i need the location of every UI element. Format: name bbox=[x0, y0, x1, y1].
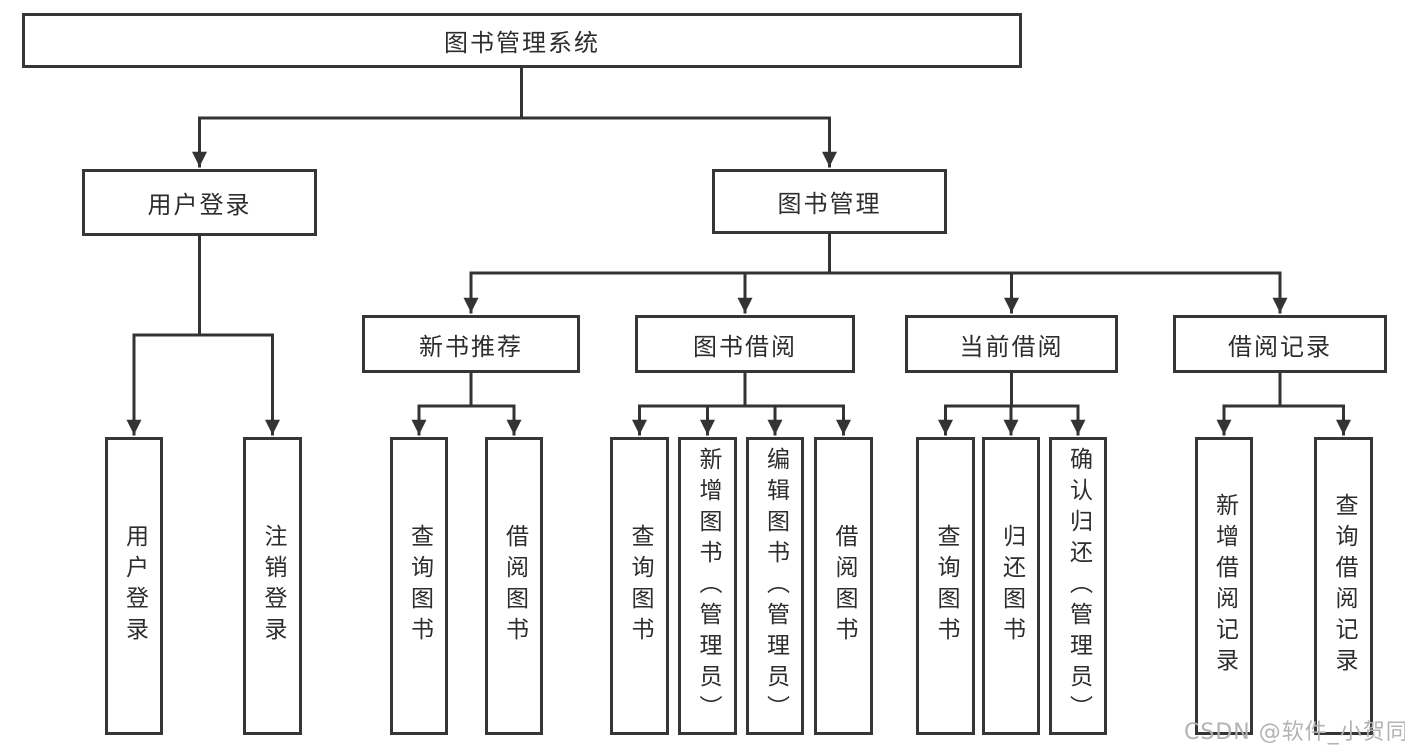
leaf-borrowing-borrow-books: 借阅图书 bbox=[814, 437, 873, 735]
node-current-borrowing-label: 当前借阅 bbox=[959, 332, 1064, 361]
node-current-borrowing: 当前借阅 bbox=[905, 315, 1118, 373]
leaf-recommend-query-books: 查询图书 bbox=[390, 437, 448, 735]
leaf-borrowing-borrow-books-label: 借阅图书 bbox=[831, 524, 857, 648]
leaf-logout-label: 注销登录 bbox=[260, 524, 286, 648]
leaf-borrowing-add-books-admin: 新增图书（管理员） bbox=[678, 437, 737, 735]
node-new-book-recommend-label: 新书推荐 bbox=[419, 332, 523, 361]
node-new-book-recommend: 新书推荐 bbox=[362, 315, 580, 373]
node-user-login: 用户登录 bbox=[82, 169, 317, 236]
leaf-current-return-books-label: 归还图书 bbox=[998, 524, 1025, 648]
leaf-borrowing-add-books-admin-label: 新增图书（管理员） bbox=[695, 446, 721, 726]
leaf-borrowing-edit-books-admin-label: 编辑图书（管理员） bbox=[762, 446, 789, 726]
leaf-recommend-query-books-label: 查询图书 bbox=[406, 524, 433, 648]
leaf-records-query-record-label: 查询借阅记录 bbox=[1331, 493, 1357, 679]
leaf-logout: 注销登录 bbox=[243, 437, 302, 735]
leaf-records-query-record: 查询借阅记录 bbox=[1314, 437, 1373, 735]
leaf-recommend-borrow-books-label: 借阅图书 bbox=[501, 524, 528, 648]
node-book-management-label: 图书管理 bbox=[777, 190, 882, 218]
leaf-borrowing-query-books: 查询图书 bbox=[610, 437, 669, 735]
leaf-current-return-books: 归还图书 bbox=[982, 437, 1040, 735]
leaf-current-confirm-return-admin: 确认归还（管理员） bbox=[1049, 437, 1107, 735]
node-book-borrowing: 图书借阅 bbox=[635, 315, 855, 373]
node-borrowing-records-label: 借阅记录 bbox=[1228, 332, 1332, 361]
leaf-current-confirm-return-admin-label: 确认归还（管理员） bbox=[1065, 446, 1092, 726]
leaf-borrowing-edit-books-admin: 编辑图书（管理员） bbox=[746, 437, 804, 735]
node-book-borrowing-label: 图书借阅 bbox=[693, 332, 797, 361]
leaf-borrowing-query-books-label: 查询图书 bbox=[627, 524, 653, 648]
leaf-user-login: 用户登录 bbox=[105, 437, 163, 735]
node-user-login-label: 用户登录 bbox=[147, 191, 252, 219]
leaf-records-add-record-label: 新增借阅记录 bbox=[1211, 493, 1238, 679]
csdn-watermark: CSDN @软件_小贺同学 bbox=[1184, 720, 1405, 745]
node-root-system-label: 图书管理系统 bbox=[444, 29, 600, 57]
node-book-management: 图书管理 bbox=[712, 169, 947, 234]
leaf-recommend-borrow-books: 借阅图书 bbox=[485, 437, 543, 735]
node-borrowing-records: 借阅记录 bbox=[1173, 315, 1387, 373]
node-root-system: 图书管理系统 bbox=[22, 13, 1022, 68]
leaf-records-add-record: 新增借阅记录 bbox=[1195, 437, 1253, 735]
leaf-current-query-books: 查询图书 bbox=[916, 437, 975, 735]
leaf-user-login-label: 用户登录 bbox=[121, 524, 148, 648]
leaf-current-query-books-label: 查询图书 bbox=[933, 524, 959, 648]
